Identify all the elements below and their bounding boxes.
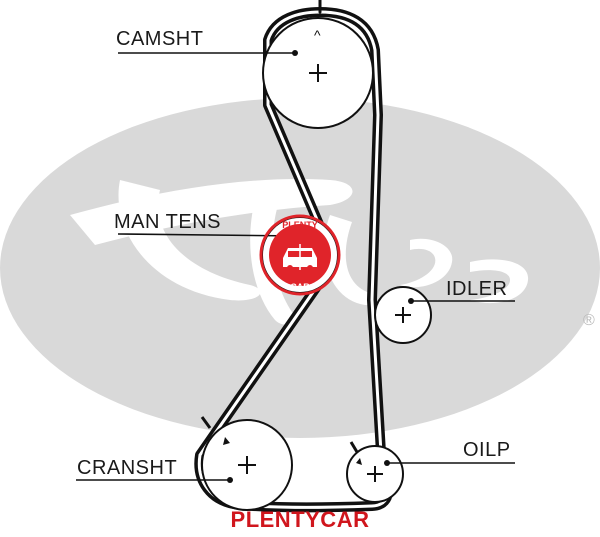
top-arrow-mark: ^ (314, 27, 321, 43)
label-idler: IDLER (446, 278, 508, 300)
label-manual-tensioner: MAN TENS (114, 211, 221, 233)
oil-pump-pulley (346, 441, 404, 503)
badge-bottom-text: CAR (290, 282, 310, 292)
camshaft-pulley (262, 17, 374, 129)
plentycar-badge-logo: PLENTY CAR (259, 214, 341, 296)
label-oil-pump: OILP (463, 439, 511, 461)
plentycar-caption: PLENTYCAR (230, 507, 370, 532)
badge-top-text: PLENTY (282, 220, 318, 230)
label-crankshaft: CRANSHT (77, 457, 178, 479)
label-camshaft: CAMSHT (116, 28, 204, 50)
crankshaft-pulley (200, 416, 293, 511)
leader-lines (76, 52, 515, 481)
registered-mark: ® (583, 312, 595, 329)
idler-pulley (374, 286, 432, 344)
